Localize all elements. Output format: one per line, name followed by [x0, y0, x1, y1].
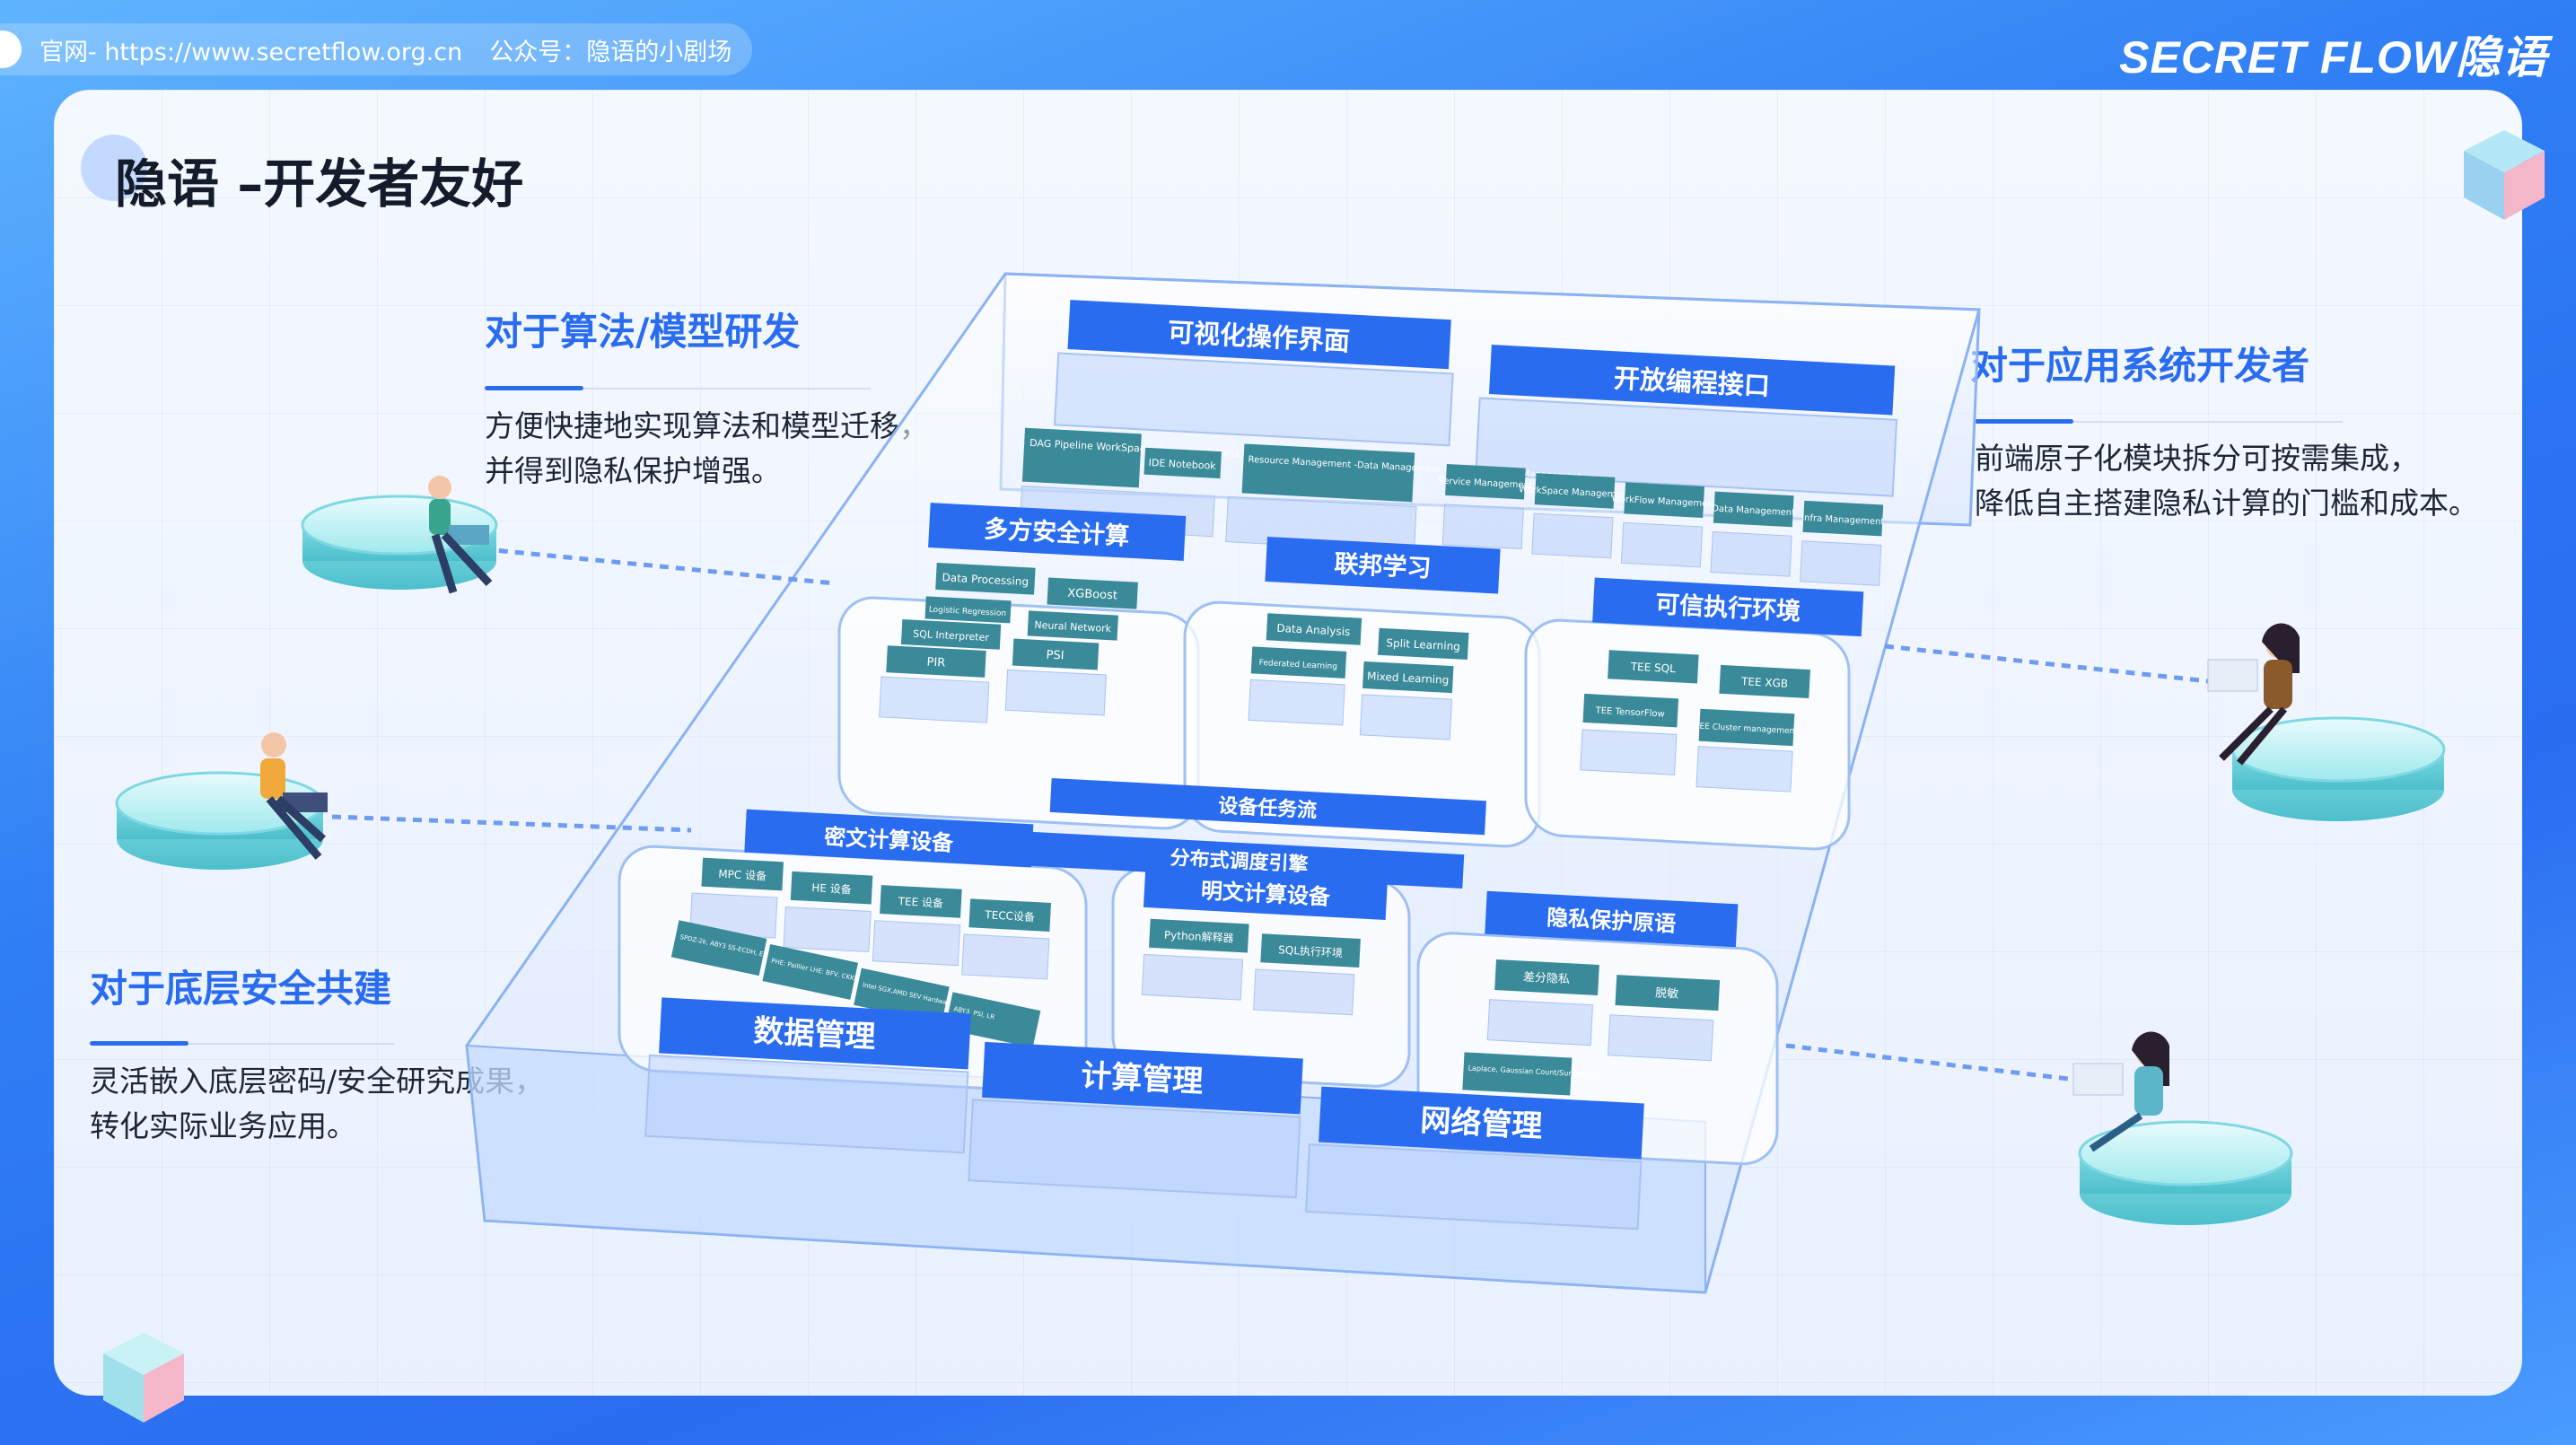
mpc-body-2 — [1005, 670, 1106, 715]
service-body-1 — [1442, 504, 1523, 549]
privacy-mask-text: 脱敏 — [1655, 986, 1679, 1001]
service-body-2 — [1532, 513, 1613, 558]
plain-body-1 — [1142, 954, 1242, 1000]
connector-algo — [467, 547, 835, 583]
fl-body-2 — [1360, 695, 1451, 740]
cipher-mpc-text: MPC 设备 — [718, 868, 767, 883]
panel-tee — [1526, 618, 1849, 851]
compute-mgmt-bar-text: 计算管理 — [1080, 1058, 1204, 1100]
privacy-body-1 — [1487, 1000, 1592, 1046]
mpc-item-pir-text: PIR — [926, 656, 945, 670]
compute-mgmt-body — [968, 1099, 1300, 1197]
fl-text: 联邦学习 — [1334, 549, 1433, 583]
data-mgmt-body — [645, 1055, 968, 1152]
cube-icon — [99, 1328, 188, 1427]
cipher-he-text: HE 设备 — [811, 881, 852, 896]
service-body-4 — [1711, 532, 1792, 577]
tee-body-1 — [1581, 730, 1677, 775]
tee-body-2 — [1696, 747, 1792, 792]
resource-tag — [1242, 443, 1415, 502]
tee-item-sql-text: TEE SQL — [1629, 661, 1676, 676]
tee-item-xgb-text: TEE XGB — [1740, 675, 1789, 690]
connector-app — [1885, 646, 2217, 682]
network-mgmt-bar-text: 网络管理 — [1419, 1102, 1543, 1144]
fl-body-1 — [1249, 679, 1345, 724]
cipher-tee-text: TEE 设备 — [897, 895, 943, 910]
mpc-item-xgboost-text: XGBoost — [1067, 587, 1117, 603]
cipher-body-2 — [784, 907, 871, 952]
cipher-body-4 — [962, 934, 1049, 979]
service-body-3 — [1621, 522, 1702, 567]
cube-icon — [2459, 126, 2549, 224]
mpc-item-psi-text: PSI — [1046, 648, 1065, 662]
data-mgmt-bar-text: 数据管理 — [752, 1013, 876, 1055]
mpc-body-1 — [880, 677, 989, 722]
connector-app2 — [1786, 1046, 2091, 1082]
privacy-dp-text: 差分隐私 — [1523, 971, 1571, 987]
service-body-5 — [1801, 541, 1881, 586]
cipher-body-3 — [872, 921, 959, 966]
plain-body-2 — [1254, 969, 1354, 1015]
cipher-tecc-text: TECC设备 — [984, 908, 1035, 924]
privacy-body-2 — [1608, 1015, 1713, 1061]
